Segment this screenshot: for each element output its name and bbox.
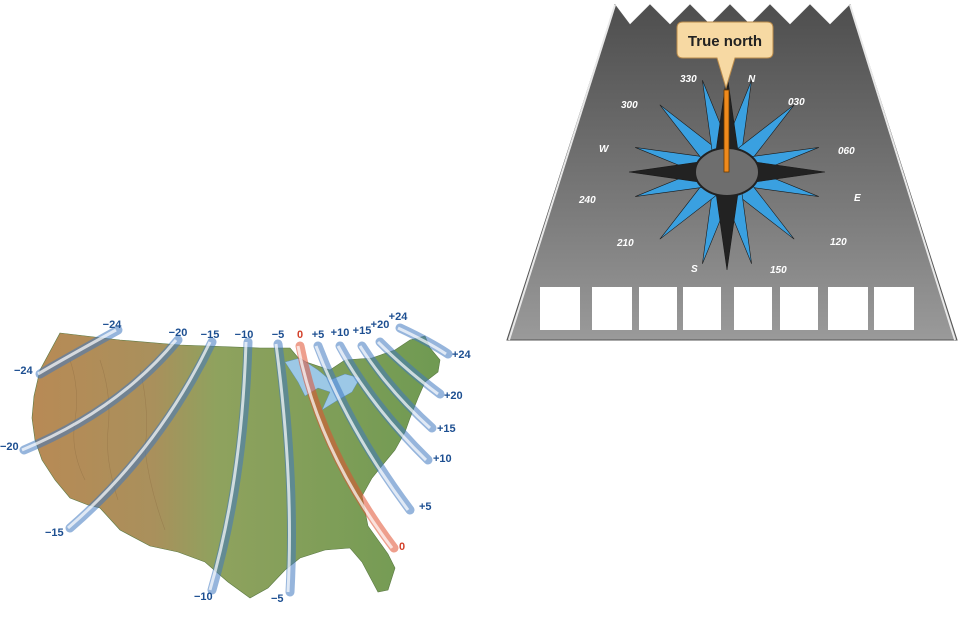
label-120: 120 [830,237,847,248]
isogonic-label-top: −10 [235,329,254,341]
isogonic-label-bottom: −20 [0,441,19,453]
isogonic-line-highlight [397,326,447,356]
threshold-bar [780,287,818,330]
label-330: 330 [680,74,697,85]
isogonic-label-top: +24 [389,311,409,323]
isogonic-label-bottom: −5 [271,593,284,605]
label-240: 240 [578,195,596,206]
true-north-callout: True north [676,21,774,90]
isogonic-label-bottom: +5 [419,501,432,513]
isogonic-line-e5 [313,341,415,515]
isogonic-map: −24 −24 −20 −20 −15 −15 −10 −10 −5 −5 0 0 +5 +5 +10 +10… [0,300,480,614]
isogonic-label-bottom: 0 [399,541,405,553]
isogonic-line-highlight [296,345,394,549]
isogonic-label-top: 0 [297,329,303,341]
isogonic-line-highlight [67,341,212,530]
label-060: 060 [838,146,855,157]
threshold-bar [540,287,580,330]
threshold-markings [540,287,914,330]
isogonic-line-highlight [208,341,248,591]
isogonic-label-top: −20 [169,327,188,339]
threshold-bar [874,287,914,330]
isogonic-labels: −24 −24 −20 −20 −15 −15 −10 −10 −5 −5 0 0 +5 +5 +10 +10… [0,311,472,605]
isogonic-line-zero [295,341,399,553]
compass-labels: N 030 060 E 120 150 S 210 240 W 300 330 [578,74,861,276]
label-e: E [854,193,861,204]
isogonic-line-highlight [274,343,291,593]
isogonic-line-highlight [37,328,117,376]
isogonic-label-top: −15 [201,329,220,341]
isogonic-label-top: +15 [353,325,372,337]
isogonic-label-bottom: +24 [452,349,472,361]
isogonic-line-highlight [314,345,410,511]
isogonic-label-bottom: −10 [194,591,213,603]
isogonic-line-highlight [21,339,178,452]
label-030: 030 [788,97,805,108]
threshold-bar [592,287,632,330]
isogonic-line-highlight [376,340,439,396]
isogonic-lines [19,323,453,597]
isogonic-label-bottom: +10 [433,453,452,465]
threshold-bar [828,287,868,330]
compass-svg: True north N 030 060 E 120 150 S 210 240… [506,3,958,341]
true-north-needle [723,89,730,173]
runway-compass-diagram: True north N 030 060 E 120 150 S 210 240… [505,0,958,345]
threshold-bar [734,287,772,330]
label-n: N [748,74,756,85]
isogonic-label-bottom: +20 [444,390,463,402]
threshold-bar [683,287,721,330]
isogonic-label-top: −24 [103,319,123,331]
label-210: 210 [616,238,634,249]
callout-text: True north [688,33,762,50]
isogonic-line-w5 [273,339,296,597]
isogonic-label-bottom: −24 [14,365,34,377]
threshold-bar [639,287,677,330]
runway-edge-left [508,4,616,341]
isogonic-label-top: +20 [371,319,390,331]
isogonic-line-highlight [336,345,428,462]
isogonic-label-bottom: −15 [45,527,64,539]
map-svg: −24 −24 −20 −20 −15 −15 −10 −10 −5 −5 0 0 +5 +5 +10 +10… [0,311,472,605]
isogonic-label-top: +10 [331,327,350,339]
runway-edge-right [849,4,956,341]
isogonic-label-top: +5 [312,329,325,341]
isogonic-line-w10 [207,337,253,595]
isogonic-label-top: −5 [272,329,285,341]
label-s: S [691,264,698,275]
label-150: 150 [770,265,787,276]
isogonic-line-highlight [358,345,432,430]
isogonic-label-bottom: +15 [437,423,456,435]
label-300: 300 [621,100,638,111]
label-w: W [599,144,610,155]
